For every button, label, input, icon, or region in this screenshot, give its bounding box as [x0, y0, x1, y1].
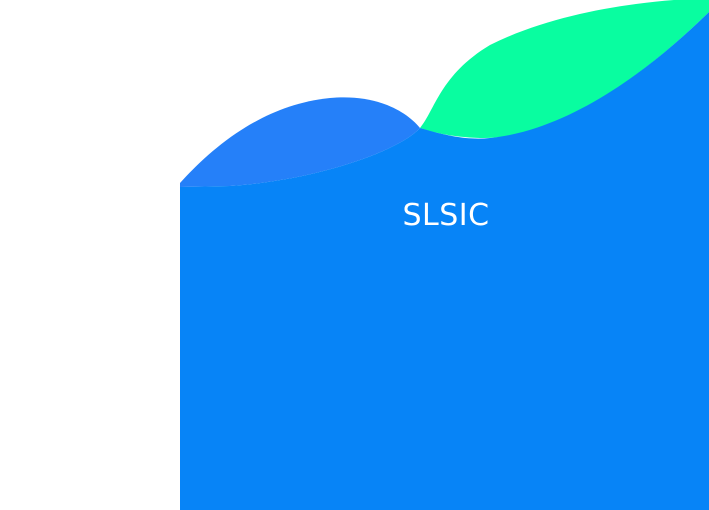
brand-name: SLSIC [402, 198, 490, 233]
green-wave-shape [420, 0, 709, 139]
blue-hill-shape [180, 97, 420, 187]
blue-body-shape [180, 12, 709, 510]
